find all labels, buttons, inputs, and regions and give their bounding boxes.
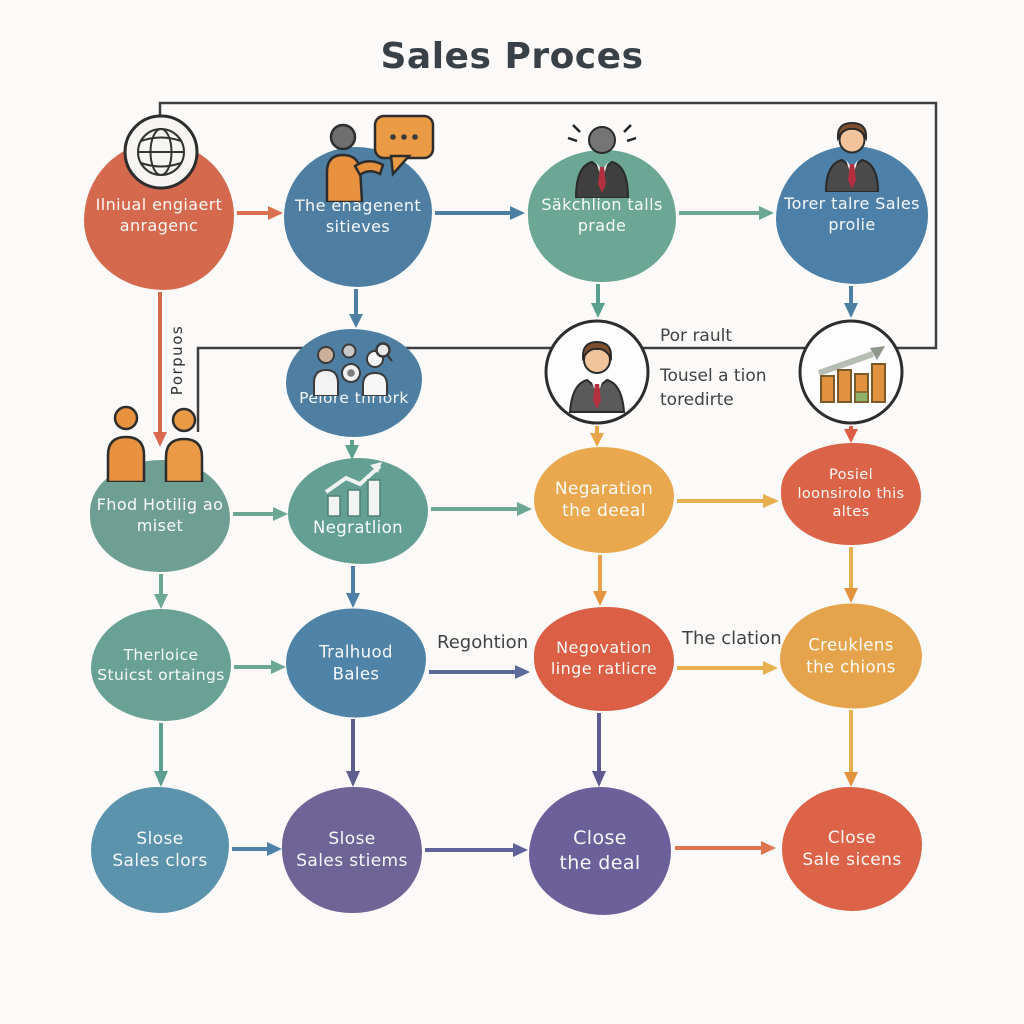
node-text: the deeal	[562, 501, 646, 521]
arrow-closedeal-to-closesale	[675, 841, 776, 855]
salesman-icon	[824, 121, 880, 192]
arrow-phod-down	[154, 574, 168, 609]
arrow-tralhuod-to-negovation	[429, 665, 530, 679]
arrow-negratlion-down	[346, 566, 360, 608]
label-por-rault: Por rault	[660, 326, 733, 346]
node-posiel: Posiel loonsirolo this altes	[781, 443, 921, 545]
arrow-salechtion-to-torer	[679, 206, 774, 220]
arrow-negaration-to-posiel	[677, 494, 779, 508]
node-text: prolie	[828, 215, 876, 234]
node-text: Torer talre Sales	[784, 194, 920, 214]
node-text: miset	[136, 516, 184, 535]
talking-businessman-icon	[567, 124, 637, 198]
arrow-slose2-to-closedeal	[425, 843, 528, 857]
people-pair-icon	[106, 405, 204, 482]
node-creuklens: Creuklens the chions	[780, 603, 922, 709]
node-slose1: Slose Sales clors	[91, 787, 229, 913]
arrow-negovation-down	[592, 713, 606, 787]
arrow-chart-badge-down	[844, 426, 858, 443]
label-regohtion: Regohtion	[437, 632, 529, 653]
arrow-initial-down	[153, 292, 167, 447]
chat-person-icon	[325, 114, 435, 202]
page-title: Sales Proces	[380, 36, 644, 77]
arrow-therloice-to-tralhuod	[234, 660, 286, 674]
feedback-wire	[158, 101, 938, 432]
node-text: Negaration	[554, 478, 654, 499]
node-text: Sales clors	[112, 851, 208, 871]
arrow-posiel-down	[844, 547, 858, 603]
label-tousel-a-tion: Tousel a tion	[660, 366, 767, 386]
node-text: the chions	[806, 657, 896, 676]
arrow-initial-to-engagement	[237, 206, 283, 220]
bar-chart-badge-icon	[798, 319, 904, 425]
node-text: loonsirolo this	[797, 485, 905, 502]
node-text: prade	[577, 216, 627, 235]
arrow-salechtion-to-person-badge	[591, 284, 605, 318]
bar-chart-icon	[324, 462, 382, 517]
node-text: Säkchlion talls	[541, 195, 663, 215]
arrow-person-badge-down	[590, 426, 604, 447]
node-text: the deal	[559, 852, 641, 874]
node-text: Therloice	[123, 645, 199, 664]
node-text: altes	[832, 504, 870, 521]
node-text: sitieves	[325, 217, 391, 236]
arrow-therloice-down	[154, 723, 168, 787]
globe-icon	[123, 114, 199, 190]
team-search-icon	[313, 342, 393, 396]
node-negaration: Negaration the deeal	[534, 447, 674, 553]
node-text: Bales	[332, 664, 380, 683]
node-negovation: Negovation linge ratlicre	[534, 607, 674, 711]
arrow-negaration-down	[593, 555, 607, 606]
arrow-engagement-to-salechtion	[435, 206, 525, 220]
node-text: Close	[573, 827, 627, 850]
arrow-torer-to-chart-badge	[844, 286, 858, 318]
arrow-negovation-to-creuklens	[677, 661, 778, 675]
node-text: Ilniual engiaert	[95, 195, 223, 215]
node-text: Posiel	[828, 466, 874, 483]
node-text: Sales stiems	[296, 851, 408, 871]
node-close-sale: Close Sale sicens	[782, 787, 922, 911]
node-text: Sale sicens	[802, 850, 902, 870]
arrow-pelore-to-negratlion	[345, 440, 359, 460]
node-text: Close	[827, 827, 877, 848]
node-text: Slose	[136, 828, 184, 849]
node-tralhuod: Tralhuod Bales	[286, 608, 426, 718]
node-close-deal: Close the deal	[529, 787, 671, 915]
node-text: Negovation	[556, 638, 652, 658]
node-slose2: Slose Sales stiems	[282, 787, 422, 913]
node-text: Creuklens	[808, 635, 894, 655]
node-text: Fhod Hotilig ao	[96, 495, 224, 515]
arrow-engagement-to-pelore	[349, 289, 363, 328]
node-text: Slose	[328, 828, 376, 849]
arrow-slose1-to-slose2	[232, 842, 282, 856]
person-badge-icon	[544, 319, 650, 425]
node-text: anragenc	[119, 216, 199, 235]
arrow-creuklens-down	[844, 710, 858, 787]
node-therloice: Therloice Stuicst ortaings	[91, 609, 231, 721]
node-text: Stuicst ortaings	[97, 666, 225, 684]
node-text: Tralhuod	[319, 642, 393, 662]
label-porpuos: Porpuos	[168, 324, 186, 396]
node-text: Negratlion	[312, 518, 404, 538]
arrow-phod-to-negratlion	[233, 507, 288, 521]
node-text: linge ratlicre	[550, 659, 658, 678]
arrow-negratlion-to-negaration	[431, 502, 532, 516]
label-toredirte: toredirte	[660, 390, 734, 410]
arrow-tralhuod-down	[346, 719, 360, 787]
label-the-clation: The clation	[682, 628, 782, 649]
